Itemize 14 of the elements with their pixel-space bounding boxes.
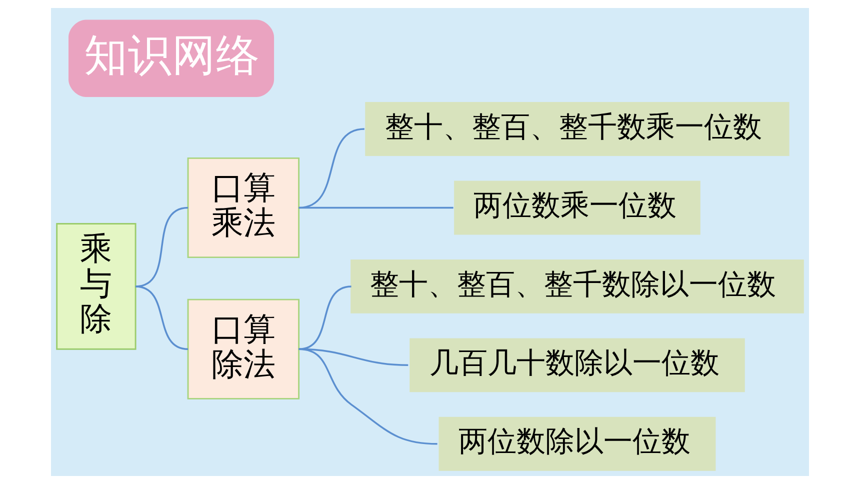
connector (298, 128, 365, 209)
node-box: 乘与除 (56, 223, 136, 350)
node-box: 整十、整百、整千数乘一位数 (365, 102, 790, 156)
connector (135, 286, 188, 350)
connector (298, 206, 454, 209)
node-box: 整十、整百、整千数除以一位数 (350, 260, 804, 314)
connector (298, 348, 438, 445)
node-box: 两位数乘一位数 (454, 180, 700, 235)
node-box: 口算除法 (187, 298, 300, 400)
connector (298, 286, 352, 350)
node-box: 几百几十数除以一位数 (410, 338, 745, 392)
node-box: 两位数除以一位数 (438, 416, 716, 471)
diagram-title: 知识网络 (84, 30, 260, 81)
node-box: 口算乘法 (187, 157, 300, 258)
